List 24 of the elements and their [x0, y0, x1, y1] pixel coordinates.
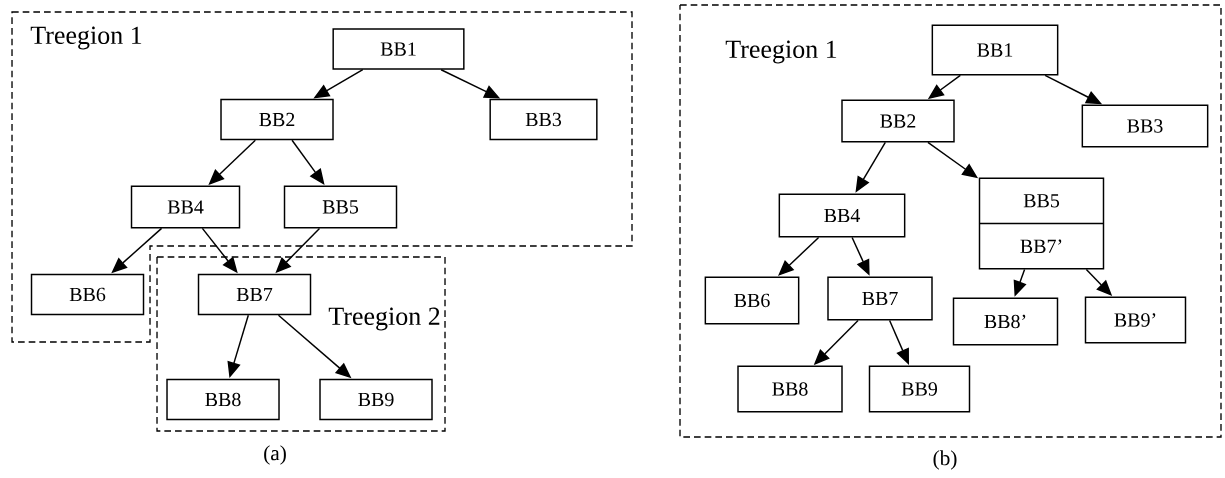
block-box: BB9’ — [1084, 296, 1187, 344]
block-box: BB8 — [737, 365, 843, 413]
block-box: BB2 — [220, 98, 334, 141]
block-box: BB8 — [166, 378, 280, 421]
block-box: BB4 — [130, 185, 241, 229]
block-box: BB1 — [931, 24, 1059, 76]
arrow — [291, 139, 325, 185]
block-box: BB8’ — [952, 297, 1059, 346]
block-box: BB6 — [704, 276, 800, 325]
arrow — [778, 236, 820, 276]
split-block-box: BB5 BB7’ — [978, 177, 1105, 270]
block-box: BB6 — [30, 273, 145, 316]
block-box: BB7 — [827, 276, 933, 321]
block-box: BB4 — [778, 193, 906, 238]
block-box: BB3 — [489, 98, 598, 141]
block-box: BB7 — [197, 273, 312, 316]
caption: (a) — [264, 445, 286, 465]
block-box: BB1 — [332, 28, 465, 70]
block-box: BB5 — [283, 185, 398, 229]
caption: (b) — [933, 450, 957, 470]
block-box: BB9 — [319, 378, 433, 421]
block-box: BB3 — [1081, 104, 1209, 148]
block-box: BB2 — [841, 99, 955, 143]
block-box: BB9 — [868, 365, 971, 413]
